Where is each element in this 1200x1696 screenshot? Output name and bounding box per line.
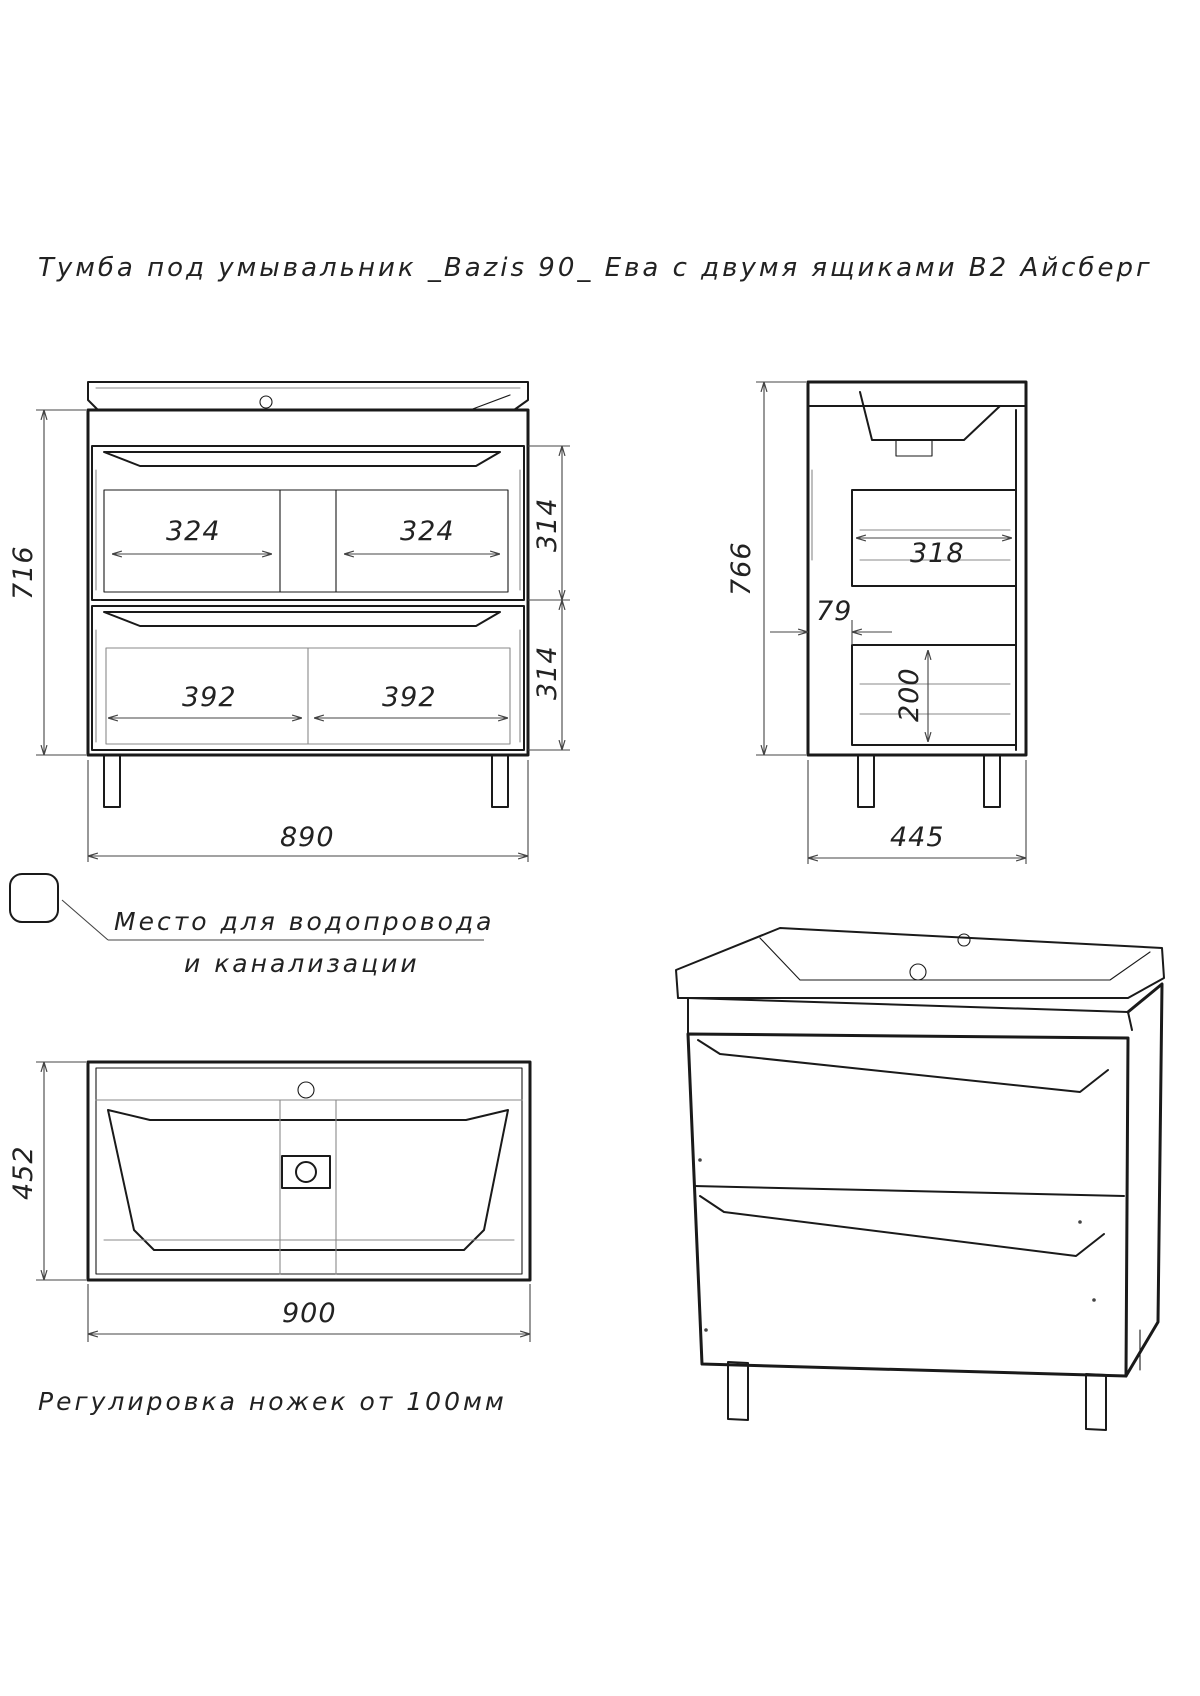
dim-bottom-right-392: 392 bbox=[382, 682, 437, 713]
legend-line-1: Место для водопровода bbox=[114, 907, 495, 936]
dim-drawer-bottom-314: 314 bbox=[532, 645, 563, 700]
side-view: 766 445 318 79 200 bbox=[726, 380, 1028, 864]
plumbing-legend: Место для водопровода и канализации bbox=[9, 873, 495, 978]
drawing-title: Тумба под умывальник _Bazis 90_ Ева с дв… bbox=[38, 253, 1153, 283]
dim-drawer-top-314: 314 bbox=[532, 497, 563, 552]
dim-top-left-324: 324 bbox=[166, 516, 221, 547]
dim-width-900: 900 bbox=[282, 1298, 337, 1329]
isometric-view bbox=[675, 927, 1165, 1431]
dim-bottom-left-392: 392 bbox=[182, 682, 237, 713]
front-view: 716 890 314 314 324 324 392 392 bbox=[8, 381, 570, 862]
dim-inner-depth-318: 318 bbox=[910, 538, 965, 569]
dim-top-right-324: 324 bbox=[400, 516, 455, 547]
dim-height-766: 766 bbox=[726, 541, 757, 596]
dim-inner-height-200: 200 bbox=[894, 667, 925, 722]
dim-offset-79: 79 bbox=[816, 596, 852, 627]
top-view: 452 900 bbox=[8, 1060, 532, 1342]
leg-adjustment-note: Регулировка ножек от 100мм bbox=[38, 1387, 507, 1416]
dim-height-716: 716 bbox=[8, 545, 39, 600]
dim-depth-452: 452 bbox=[8, 1145, 39, 1200]
legend-line-2: и канализации bbox=[184, 949, 420, 978]
dim-depth-445: 445 bbox=[890, 822, 945, 853]
dim-width-890: 890 bbox=[280, 822, 335, 853]
